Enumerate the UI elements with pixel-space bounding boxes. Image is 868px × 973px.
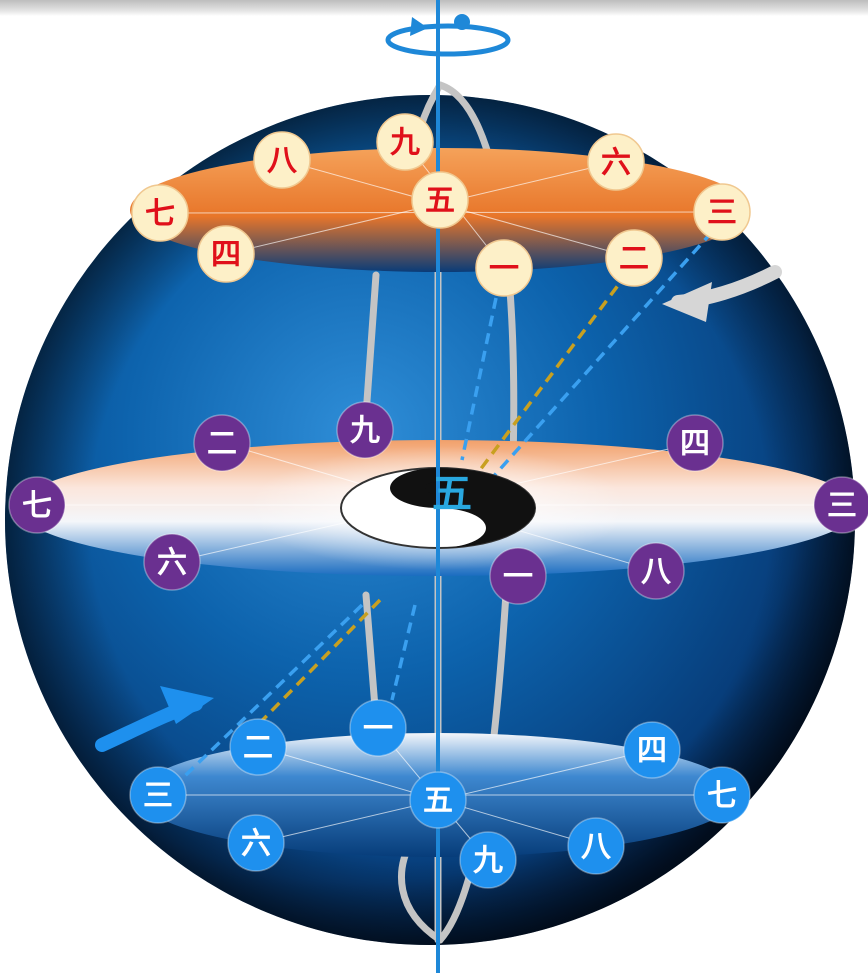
bottom-ring-badge-upper-left: 二 [229, 718, 287, 776]
top-badge-circle [605, 229, 663, 287]
top-ring-badge-lower-left: 四 [197, 225, 255, 283]
middle-ring-badge-upper-left: 二 [193, 414, 251, 472]
bottom-badge-circle [567, 817, 625, 875]
top-badge-circle [693, 183, 751, 241]
middle-badge-circle [813, 476, 868, 534]
top-badge-circle [587, 133, 645, 191]
bottom-badge-circle [227, 814, 285, 872]
top-ring-badge-center: 五 [411, 171, 469, 229]
bottom-ring-badge-center: 五 [409, 771, 467, 829]
middle-badge-circle [193, 414, 251, 472]
middle-badge-circle [627, 542, 685, 600]
middle-badge-circle [8, 476, 66, 534]
top-ring-badge-right: 三 [693, 183, 751, 241]
middle-badge-circle [143, 533, 201, 591]
top-badge-label: 四 [211, 238, 241, 273]
bottom-ring-badge-upper-right: 四 [623, 721, 681, 779]
bottom-badge-label: 九 [473, 844, 503, 879]
top-badge-circle [411, 171, 469, 229]
bottom-badge-circle [129, 766, 187, 824]
top-badge-circle [131, 184, 189, 242]
middle-badge-label: 二 [207, 427, 237, 462]
bottom-badge-circle [229, 718, 287, 776]
middle-center-label: 五 [432, 471, 472, 517]
blue-dash-center-upper [460, 297, 498, 461]
top-ring-badge-upper-mid: 九 [376, 113, 434, 171]
top-badge-label: 六 [601, 146, 631, 181]
middle-ring-badge-upper-right: 四 [666, 414, 724, 472]
bottom-badge-label: 三 [143, 779, 173, 814]
middle-badge-label: 四 [680, 427, 710, 462]
middle-badge-label: 六 [157, 546, 187, 581]
bottom-badge-label: 四 [637, 734, 667, 769]
blue-dash-upper [466, 230, 714, 507]
top-badge-label: 五 [425, 184, 455, 219]
top-badge-circle [475, 239, 533, 297]
blue-dash-center-lower [390, 604, 417, 701]
top-badge-circle [197, 225, 255, 283]
gold-dash-upper [478, 270, 630, 472]
bottom-ring-badge-right: 七 [693, 766, 751, 824]
top-badge-label: 八 [267, 144, 298, 179]
middle-ring-badge-lower-left: 六 [143, 533, 201, 591]
middle-ring-badge-right: 三 [813, 476, 868, 534]
curved-arrow-right-head [160, 686, 214, 724]
bottom-ring-badge-left: 三 [129, 766, 187, 824]
middle-ring-badge-lower-right: 八 [627, 542, 685, 600]
top-ring-badge-lower-mid: 一 [475, 239, 533, 297]
bottom-badge-label: 六 [241, 827, 271, 862]
bottom-badge-label: 八 [581, 830, 612, 865]
star-badges: 五八九六七三四一二二九四七三六一八五二一四三七六九八 [8, 113, 868, 889]
top-badge-label: 二 [619, 242, 649, 277]
top-badge-label: 九 [390, 126, 420, 161]
middle-badge-circle [666, 414, 724, 472]
top-badge-circle [376, 113, 434, 171]
bottom-ring-badge-upper-mid: 一 [349, 699, 407, 757]
bottom-ring-badge-lower-left: 六 [227, 814, 285, 872]
middle-badge-label: 一 [503, 560, 533, 595]
bottom-ring-badge-lower-mid: 九 [459, 831, 517, 889]
bottom-badge-circle [459, 831, 517, 889]
top-ring-badge-lower-right: 二 [605, 229, 663, 287]
top-badge-circle [253, 131, 311, 189]
bottom-badge-circle [623, 721, 681, 779]
bottom-badge-label: 五 [423, 784, 453, 819]
bottom-badge-label: 二 [243, 731, 273, 766]
middle-badge-label: 三 [827, 489, 857, 524]
top-badge-label: 一 [489, 252, 519, 287]
middle-ring-badge-lower-mid: 一 [489, 547, 547, 605]
middle-ring-badge-upper-mid: 九 [336, 401, 394, 459]
blue-dash-lower [163, 603, 364, 797]
middle-badge-label: 八 [641, 555, 672, 590]
window-top-edge [0, 0, 868, 16]
gold-dash-lower [246, 598, 382, 737]
middle-badge-circle [336, 401, 394, 459]
middle-badge-label: 七 [22, 489, 52, 524]
top-badge-label: 三 [707, 196, 737, 231]
middle-badge-label: 九 [350, 414, 380, 449]
bottom-badge-label: 一 [363, 712, 393, 747]
top-ring-badge-left: 七 [131, 184, 189, 242]
curved-arrow-left-head [662, 282, 712, 322]
rotation-icon [385, 14, 511, 57]
middle-ring-badge-left: 七 [8, 476, 66, 534]
bottom-badge-circle [693, 766, 751, 824]
bottom-ring-badge-lower-right: 八 [567, 817, 625, 875]
middle-badge-circle [489, 547, 547, 605]
bottom-badge-circle [349, 699, 407, 757]
top-ring-badge-upper-left: 八 [253, 131, 311, 189]
top-to-middle-strut [362, 271, 380, 419]
middle-to-bottom-strut [362, 591, 380, 724]
yin-yang-icon [340, 467, 536, 549]
dashed-diagonals [163, 230, 714, 797]
top-ring-badge-upper-right: 六 [587, 133, 645, 191]
bottom-badge-circle [409, 771, 467, 829]
bottom-badge-label: 七 [707, 779, 737, 814]
top-badge-label: 七 [145, 197, 175, 232]
